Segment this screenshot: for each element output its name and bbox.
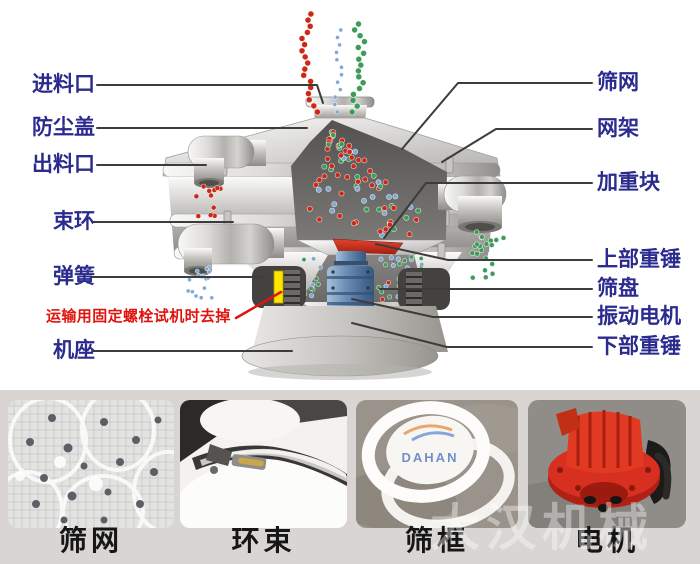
label-base: 机座	[53, 339, 95, 362]
photo-clamp-band	[180, 400, 347, 528]
falling-particles-left-red	[193, 183, 224, 219]
feed-particle-stream	[298, 10, 368, 116]
caption-sieve-mesh: 筛网	[58, 525, 123, 556]
label-weight-block: 加重块	[597, 171, 660, 194]
leader-feed-inlet	[96, 84, 324, 104]
interior-particles-upper	[306, 129, 422, 238]
label-lower-hammer: 下部重锤	[597, 335, 681, 358]
leader-upper-hammer	[375, 243, 593, 261]
photo-motor	[528, 400, 686, 528]
photo-sieve-mesh	[8, 400, 174, 528]
dahan-logo-text: DAHAN	[402, 450, 459, 465]
photo-gallery: DAHAN	[0, 390, 700, 564]
leader-weight-block	[383, 182, 593, 239]
spring-and-base	[241, 266, 450, 380]
transport-bolt-highlight	[273, 270, 284, 304]
leader-mesh-frame	[441, 128, 593, 163]
label-spring: 弹簧	[53, 265, 95, 288]
caption-clamp-band: 环束	[231, 525, 296, 556]
label-motor: 振动电机	[597, 305, 681, 328]
leader-lines	[91, 82, 593, 352]
label-mesh-frame: 网架	[597, 117, 639, 140]
label-upper-hammer: 上部重锤	[597, 248, 681, 271]
caption-sieve-frame: 筛框	[404, 525, 469, 556]
label-screen-mesh: 筛网	[597, 71, 639, 94]
machine-illustration	[91, 10, 593, 380]
label-clamp-ring: 束环	[53, 210, 95, 233]
leader-motor	[351, 298, 593, 318]
photo-sieve-frame: DAHAN	[356, 400, 518, 528]
label-discharge: 出料口	[32, 153, 95, 176]
label-dust-cover: 防尘盖	[32, 116, 95, 139]
outlet-arms	[177, 135, 507, 276]
leader-screen-mesh	[401, 82, 593, 150]
label-transport-bolt-warning: 运输用固定螺栓试机时去掉	[46, 308, 231, 325]
leader-warning-bolt	[234, 290, 283, 320]
label-sieve-tray: 筛盘	[597, 277, 639, 300]
leader-lower-hammer	[351, 322, 593, 348]
caption-motor: 电机	[574, 525, 639, 556]
label-feed-inlet: 进料口	[32, 73, 95, 96]
